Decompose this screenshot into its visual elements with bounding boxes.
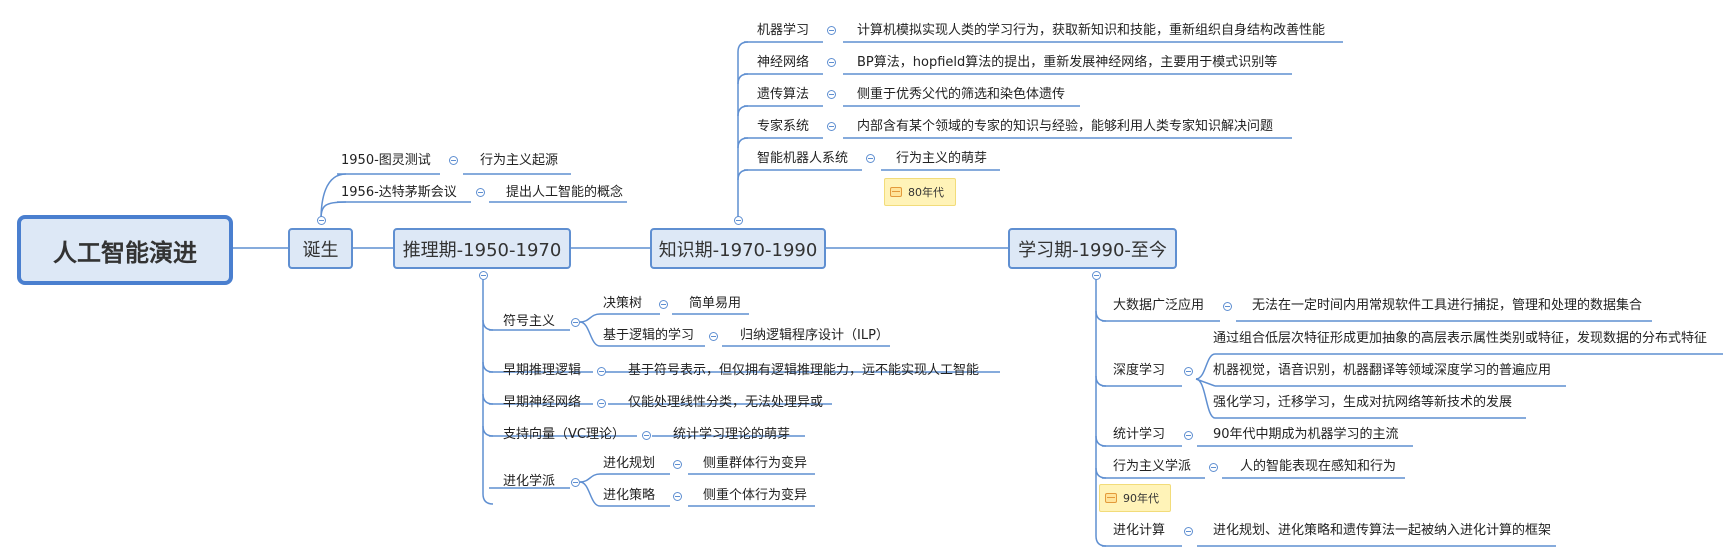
node-dartmouth[interactable]: 1956-达特茅斯会议	[341, 185, 457, 200]
collapse-deep-icon[interactable]	[1184, 367, 1193, 376]
node-dartmouth-detail: 提出人工智能的概念	[506, 185, 624, 200]
collapse-svm-icon[interactable]	[642, 431, 651, 440]
label-tag-icon	[1105, 493, 1117, 503]
node-behaviorism[interactable]: 行为主义学派	[1113, 459, 1192, 474]
tag-80s[interactable]: 80年代	[884, 178, 956, 206]
node-logic-learning-detail: 归纳逻辑程序设计（ILP）	[740, 328, 889, 343]
collapse-dartmouth-icon[interactable]	[476, 188, 485, 197]
node-expert-system-detail: 内部含有某个领域的专家的知识与经验，能够利用人类专家知识解决问题	[857, 119, 1274, 134]
node-logic-learning[interactable]: 基于逻辑的学习	[603, 328, 695, 343]
node-evo-computing-detail: 进化规划、进化策略和遗传算法一起被纳入进化计算的框架	[1213, 523, 1552, 538]
node-deep-detail-1: 通过组合低层次特征形成更加抽象的高层表示属性类别或特征，发现数据的分布式特征	[1213, 331, 1708, 346]
node-machine-learning-detail: 计算机模拟实现人类的学习行为，获取新知识和技能，重新组织自身结构改善性能	[857, 23, 1326, 38]
collapse-expert-icon[interactable]	[827, 122, 836, 131]
collapse-ga-icon[interactable]	[827, 90, 836, 99]
node-early-nn[interactable]: 早期神经网络	[503, 395, 582, 410]
node-big-data-detail: 无法在一定时间内用常规软件工具进行捕捉，管理和处理的数据集合	[1252, 298, 1643, 313]
stage-birth[interactable]: 诞生	[288, 228, 353, 269]
collapse-robot-icon[interactable]	[866, 154, 875, 163]
stage-knowledge[interactable]: 知识期-1970-1990	[650, 228, 826, 269]
collapse-birth-icon[interactable]	[317, 216, 326, 225]
collapse-knowledge-icon[interactable]	[734, 216, 743, 225]
node-big-data[interactable]: 大数据广泛应用	[1113, 298, 1205, 313]
node-deep-detail-2: 机器视觉，语音识别，机器翻译等领域深度学习的普遍应用	[1213, 363, 1552, 378]
node-decision-tree[interactable]: 决策树	[603, 296, 643, 311]
node-genetic-algorithm-detail: 侧重于优秀父代的筛选和染色体遗传	[857, 87, 1066, 102]
collapse-learning-icon[interactable]	[1092, 271, 1101, 280]
node-expert-system[interactable]: 专家系统	[757, 119, 810, 134]
label-tag-icon	[890, 187, 902, 197]
node-evolution-school[interactable]: 进化学派	[503, 474, 556, 489]
node-stat-learning[interactable]: 统计学习	[1113, 427, 1166, 442]
node-evo-planning[interactable]: 进化规划	[603, 456, 656, 471]
stage-reasoning[interactable]: 推理期-1950-1970	[393, 228, 571, 269]
collapse-tree-icon[interactable]	[659, 300, 668, 309]
node-neural-network-detail: BP算法，hopfield算法的提出，重新发展神经网络，主要用于模式识别等	[857, 55, 1278, 70]
node-decision-tree-detail: 简单易用	[689, 296, 742, 311]
collapse-evolution-icon[interactable]	[571, 478, 580, 487]
collapse-evo-planning-icon[interactable]	[673, 460, 682, 469]
stage-learning[interactable]: 学习期-1990-至今	[1008, 228, 1177, 269]
collapse-symbolism-icon[interactable]	[571, 318, 580, 327]
node-machine-learning[interactable]: 机器学习	[757, 23, 810, 38]
node-early-nn-detail: 仅能处理线性分类，无法处理异或	[628, 395, 824, 410]
collapse-behavior-icon[interactable]	[1209, 463, 1218, 472]
node-evo-strategy-detail: 侧重个体行为变异	[703, 488, 808, 503]
root-node[interactable]: 人工智能演进	[17, 215, 233, 285]
collapse-evo-computing-icon[interactable]	[1184, 527, 1193, 536]
tag-90s[interactable]: 90年代	[1099, 484, 1171, 512]
node-evo-planning-detail: 侧重群体行为变异	[703, 456, 808, 471]
collapse-early-logic-icon[interactable]	[597, 367, 606, 376]
node-stat-learning-detail: 90年代中期成为机器学习的主流	[1213, 427, 1399, 442]
node-svm[interactable]: 支持向量（VC理论）	[503, 427, 625, 442]
node-evo-strategy[interactable]: 进化策略	[603, 488, 656, 503]
collapse-stat-icon[interactable]	[1184, 431, 1193, 440]
node-symbolism[interactable]: 符号主义	[503, 314, 556, 329]
node-turing-detail: 行为主义起源	[480, 153, 559, 168]
collapse-evo-strategy-icon[interactable]	[673, 492, 682, 501]
node-behaviorism-detail: 人的智能表现在感知和行为	[1240, 459, 1397, 474]
node-early-logic-detail: 基于符号表示，但仅拥有逻辑推理能力，远不能实现人工智能	[628, 363, 980, 378]
node-robot-system[interactable]: 智能机器人系统	[757, 151, 849, 166]
collapse-logic-icon[interactable]	[709, 332, 718, 341]
node-deep-detail-3: 强化学习，迁移学习，生成对抗网络等新技术的发展	[1213, 395, 1513, 410]
collapse-bigdata-icon[interactable]	[1223, 302, 1232, 311]
node-deep-learning[interactable]: 深度学习	[1113, 363, 1166, 378]
node-early-logic[interactable]: 早期推理逻辑	[503, 363, 582, 378]
tag-90s-label: 90年代	[1123, 492, 1159, 505]
node-svm-detail: 统计学习理论的萌芽	[673, 427, 791, 442]
node-genetic-algorithm[interactable]: 遗传算法	[757, 87, 810, 102]
collapse-early-nn-icon[interactable]	[597, 399, 606, 408]
collapse-reasoning-icon[interactable]	[479, 271, 488, 280]
tag-80s-label: 80年代	[908, 186, 944, 199]
collapse-nn-icon[interactable]	[827, 58, 836, 67]
node-turing[interactable]: 1950-图灵测试	[341, 153, 431, 168]
node-robot-system-detail: 行为主义的萌芽	[896, 151, 988, 166]
collapse-turing-icon[interactable]	[449, 156, 458, 165]
node-neural-network[interactable]: 神经网络	[757, 55, 810, 70]
node-evo-computing[interactable]: 进化计算	[1113, 523, 1166, 538]
collapse-ml-icon[interactable]	[827, 26, 836, 35]
